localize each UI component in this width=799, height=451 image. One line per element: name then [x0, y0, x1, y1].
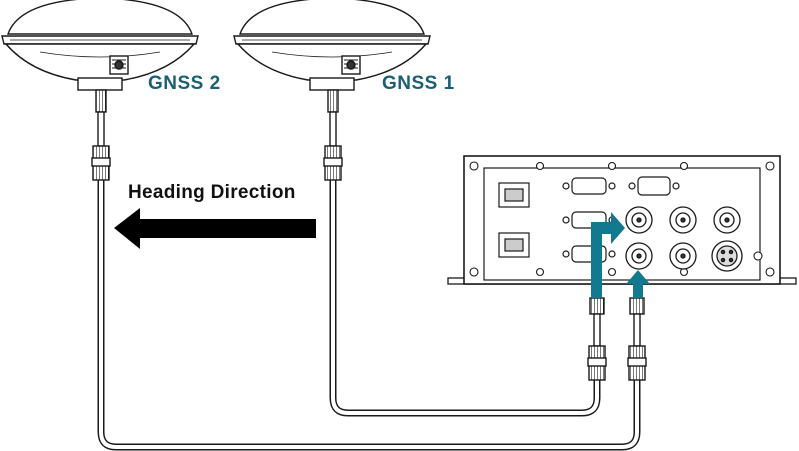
label-gnss2: GNSS 2 — [148, 73, 221, 94]
receiver-unit — [447, 155, 797, 285]
gnss-antenna-icon — [1, 0, 199, 181]
receiver-unit-icon — [447, 155, 797, 285]
antenna-gnss2 — [1, 0, 199, 181]
heading-arrow-icon — [114, 208, 316, 249]
label-heading-direction: Heading Direction — [128, 182, 296, 203]
label-gnss1: GNSS 1 — [382, 73, 455, 94]
signal-arrow-gnss2 — [626, 270, 650, 298]
signal-arrow-gnss1 — [591, 212, 625, 298]
cable-gnss2 — [97, 180, 641, 451]
video-port — [628, 176, 680, 196]
status-led — [753, 251, 763, 261]
cable-gnss1 — [329, 180, 601, 417]
ethernet-port — [498, 182, 530, 258]
rf-connector — [625, 206, 741, 234]
power-connector — [711, 240, 743, 272]
rf-connector — [625, 242, 697, 270]
receiver-cable-connectors — [587, 297, 647, 381]
antenna-gnss1 — [233, 0, 431, 181]
gnss-antenna-icon — [233, 0, 431, 181]
